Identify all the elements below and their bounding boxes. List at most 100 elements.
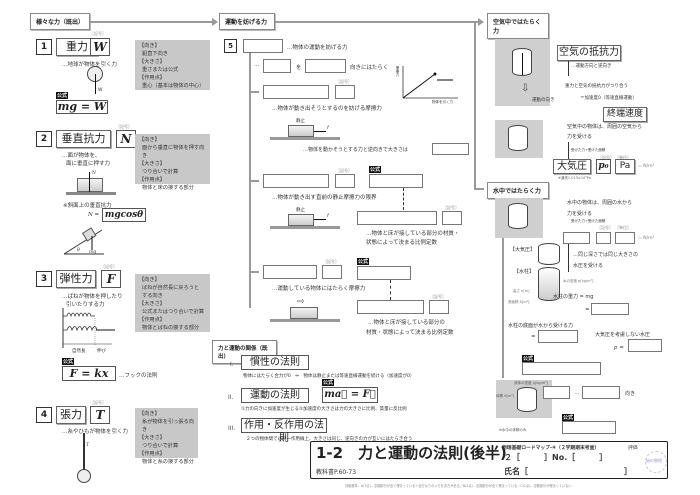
kigo-label: ［記号］	[443, 205, 459, 210]
motion-arrow-icon: ⇨	[297, 297, 305, 307]
water-formula-blank[interactable]	[522, 362, 601, 375]
spring-diagram	[62, 308, 115, 348]
kigo-label: ［記号］	[101, 264, 117, 269]
down-line	[568, 244, 569, 272]
normal-arrow	[89, 172, 91, 192]
slope-line	[63, 229, 103, 255]
static-coef-symbol-blank[interactable]	[442, 211, 462, 225]
static-desc: …物体が動き出そうとするのを妨げる摩擦力	[272, 106, 382, 112]
muki-label: 向き	[625, 391, 636, 397]
class-number-line[interactable]: ２［ ］No.［ ］	[504, 453, 608, 462]
down-line	[568, 142, 569, 160]
bottom-force-label: 水柱の底面が水から受ける力	[508, 323, 574, 329]
info-sayouten: 物体とばねの接する部分	[142, 325, 200, 331]
normal-desc-1: …面が物体を、	[62, 153, 101, 159]
buoyancy-direction-blank[interactable]	[582, 386, 620, 399]
name-line[interactable]: 氏名［ ］	[504, 467, 632, 476]
gravity-arrow-label: W	[98, 88, 103, 93]
static-symbol-blank[interactable]	[335, 85, 355, 99]
info-sayouten: 物体と糸の接する部分	[142, 459, 194, 465]
koshiki-badge: 公式	[562, 414, 575, 421]
formula-hooke: F = kx	[62, 366, 116, 381]
formula-slope-normal: mgcosθ	[102, 208, 146, 222]
formula-newton: ma⃗ = F⃗	[322, 387, 378, 403]
static-line	[402, 73, 436, 99]
item-number-3: 3	[36, 271, 52, 287]
static-coef-name-blank[interactable]	[357, 211, 437, 225]
air-pressure-note-1: 空気中の物体は、周囲の空気から	[567, 124, 643, 130]
info-ookisa-head: 【大きさ】	[139, 435, 165, 441]
kinetic-friction-blank[interactable]	[263, 265, 317, 279]
water-pressure-name-blank[interactable]	[563, 232, 590, 244]
kinetic-symbol-blank[interactable]	[322, 265, 342, 279]
per-area-label: 受けた力÷受けた面積	[571, 219, 606, 223]
kinetic-coef-name-blank[interactable]	[357, 300, 424, 314]
kcoef-desc-2: 材質・状態によって決まる比例定数	[366, 330, 454, 336]
gravity-desc: …地球が物体を引く力	[62, 62, 118, 68]
max-static-friction-blank[interactable]	[263, 174, 329, 188]
flow-line	[474, 188, 484, 190]
area-label: 底面積 S[m²]	[508, 300, 530, 304]
friction-dir-blank-1[interactable]	[263, 59, 291, 73]
info-muki-head: 【向き】	[139, 137, 160, 143]
item-number-2: 2	[36, 131, 52, 147]
info-sayouten: 物体と床の接する部分	[142, 185, 194, 191]
block-icon	[288, 125, 314, 137]
flow-arrow	[249, 180, 259, 182]
floor	[66, 192, 116, 195]
graph-ylabel: 摩擦力	[396, 66, 400, 77]
direction-tail: 向きにはたらく	[350, 65, 389, 71]
elastic-desc-1: …ばねが物体を押したり	[62, 294, 123, 300]
p-eq: p =	[614, 345, 624, 351]
info-box-normal: 【向き】 面から垂直に物体を押す向き 【大きさ】 つり合いで計算 【作用点】 物…	[135, 134, 210, 191]
unit-eq: = N/m²	[638, 236, 655, 241]
info-ookisa: 重さまたは公式	[142, 67, 179, 73]
kinetic-formula-blank[interactable]	[357, 266, 411, 280]
max-static-formula-blank[interactable]	[369, 174, 423, 188]
unit-eq: = N/m²	[638, 164, 655, 169]
graph-xlabel: 物体を引く力	[432, 100, 453, 104]
water-pressure-symbol-blank[interactable]	[596, 232, 611, 244]
atm-label: 【大気圧】	[510, 247, 536, 253]
title-block	[310, 441, 668, 479]
textbook-ref: 教科書P.60-73	[316, 469, 357, 476]
friction-dir-blank-2[interactable]	[305, 59, 346, 73]
resistance-note: …運動方向と逆向き	[571, 64, 612, 69]
block-icon	[288, 214, 314, 226]
law-name-action-reaction: 作用・反作用の法則	[241, 418, 327, 444]
bottom-force-blank[interactable]	[538, 330, 578, 343]
info-ookisa-head: 【大きさ】	[139, 59, 165, 65]
kigo-label: ［記号］	[597, 225, 613, 230]
flow-arrow	[249, 91, 259, 93]
water-pressure-formula-blank[interactable]	[628, 339, 662, 352]
volume-label: 体積 V[m³]	[496, 394, 515, 398]
air-pressure-note-2: 力を受ける	[567, 134, 593, 140]
stamp-text: 始の物理	[646, 458, 662, 463]
stretch-label: 伸び	[97, 349, 106, 354]
symbol-F: F	[101, 270, 121, 288]
static-friction-blank[interactable]	[263, 85, 329, 99]
static-magnitude-blank[interactable]	[432, 143, 469, 155]
water-pressure-unit-blank[interactable]	[615, 232, 635, 244]
friction-name-blank[interactable]	[243, 39, 283, 53]
buoyancy-name-blank[interactable]	[543, 386, 570, 399]
air-resistance-title: 空気の抵抗力	[557, 45, 621, 61]
dashed-arrow	[390, 280, 391, 300]
section-header-air-forces: 空気中ではたらく力	[487, 13, 549, 39]
tension-arrow-label: T	[86, 443, 90, 448]
symbol-p0: p₀	[596, 159, 611, 174]
kigo-label: ［記号］	[336, 79, 352, 84]
kinetic-coef-symbol-blank[interactable]	[429, 300, 449, 314]
max-static-symbol-blank[interactable]	[335, 174, 355, 188]
buoyancy-formula-blank[interactable]	[562, 421, 616, 434]
density-label: 水の密度 ρ[kg/m³]	[563, 279, 594, 283]
kcoef-desc-1: …物体と床が接している部分の	[368, 320, 445, 326]
info-muki: 糸が物体を引っ張る向き	[142, 419, 194, 433]
kigo-label: ［記号］	[336, 168, 352, 173]
slope-note: ※斜面上の垂直抗力	[63, 203, 112, 209]
column-weight-blank[interactable]	[591, 303, 629, 315]
atm-standard: ※通常1.013×10⁵Pa	[558, 176, 591, 180]
down-arrow-icon: ⇩	[521, 83, 530, 94]
coef-desc-2: 状態によって決まる比例定数	[366, 240, 438, 246]
underwater-note: ※水中の体積のみ	[499, 428, 527, 432]
